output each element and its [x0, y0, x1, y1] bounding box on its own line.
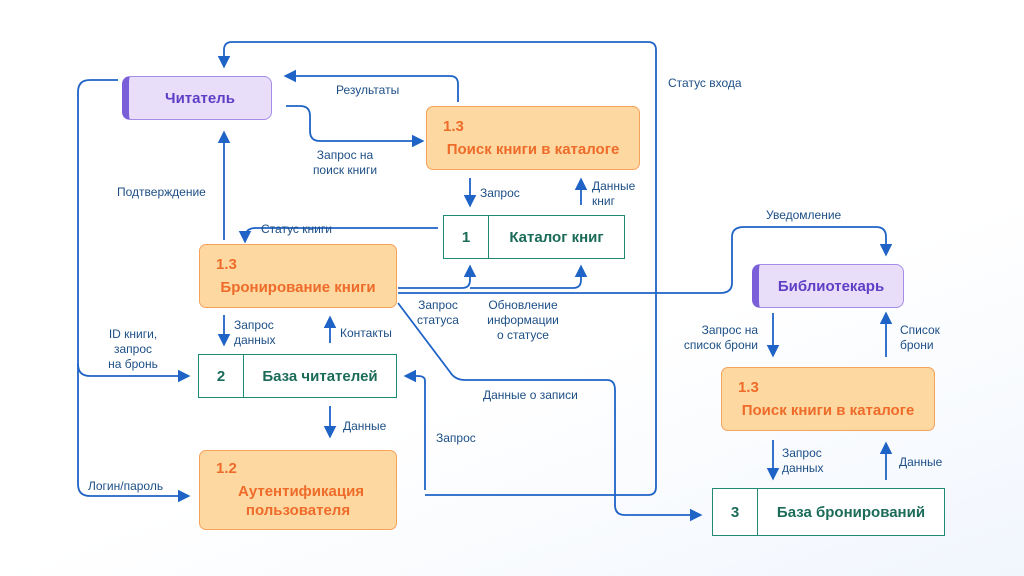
- label-status-update-line2: информации: [487, 313, 559, 327]
- flow-results: [283, 69, 459, 102]
- store-readers-db-id: 2: [199, 355, 244, 397]
- entity-librarian[interactable]: Библиотекарь: [752, 264, 904, 308]
- label-booking-list-line1: Список: [900, 323, 940, 337]
- label-id-request: ID книги, запрос на бронь: [98, 327, 168, 372]
- label-data-request-right-line2: данных: [782, 461, 824, 475]
- process-search-right[interactable]: 1.3 Поиск книги в каталоге: [721, 367, 935, 431]
- process-auth-name: Аутентификация пользователя: [238, 483, 365, 519]
- label-status-update-line3: о статусе: [497, 328, 549, 342]
- store-catalog[interactable]: 1 Каталог книг: [443, 215, 625, 259]
- label-search-request-line2: поиск книги: [312, 163, 378, 177]
- flow-status-request: [398, 264, 477, 289]
- store-catalog-name: Каталог книг: [509, 228, 604, 246]
- entity-librarian-label: Библиотекарь: [777, 277, 885, 295]
- process-auth[interactable]: 1.2 Аутентификация пользователя: [199, 450, 397, 530]
- flow-login-status: [217, 41, 657, 496]
- process-booking-name: Бронирование книги: [220, 278, 376, 296]
- label-booking-list: Список брони: [900, 323, 940, 353]
- process-search-right-name: Поиск книги в каталоге: [741, 401, 915, 419]
- label-data-request: Запрос данных: [234, 318, 276, 348]
- label-booking-list-request: Запрос на список брони: [672, 323, 758, 353]
- label-status-update-line1: Обновление: [488, 298, 558, 312]
- label-login-password: Логин/пароль: [88, 479, 164, 493]
- label-record-data: Данные о записи: [483, 388, 578, 402]
- label-booking-list-request-line1: Запрос на: [701, 323, 758, 337]
- store-readers-db-name: База читателей: [262, 367, 378, 385]
- label-data-request-line2: данных: [234, 333, 276, 347]
- label-id-request-line1: ID книги,: [108, 327, 158, 341]
- label-id-request-line2: запрос: [113, 342, 153, 356]
- flow-login-password: [77, 364, 191, 503]
- label-data-auth: Данные: [343, 419, 387, 433]
- store-readers-db[interactable]: 2 База читателей: [198, 354, 397, 398]
- process-search-top[interactable]: 1.3 Поиск книги в каталоге: [426, 106, 640, 170]
- label-status-request-line2: статуса: [417, 313, 459, 327]
- label-book-data-line1: Данные: [592, 179, 636, 193]
- label-data-request-right-line1: Запрос: [782, 446, 822, 460]
- process-search-top-name: Поиск книги в каталоге: [446, 140, 620, 158]
- label-contacts: Контакты: [340, 326, 392, 340]
- label-book-data-line2: книг: [592, 194, 615, 208]
- label-data-request-line1: Запрос: [234, 318, 274, 332]
- label-booking-list-line2: брони: [900, 338, 934, 352]
- label-book-status: Статус книги: [261, 222, 332, 236]
- label-notification: Уведомление: [766, 208, 842, 222]
- process-search-right-id: 1.3: [738, 378, 759, 396]
- store-bookings-db[interactable]: 3 База бронирований: [712, 488, 945, 536]
- store-catalog-id: 1: [444, 216, 489, 258]
- label-request-left: Запрос: [436, 431, 476, 445]
- flow-request-left: [403, 369, 426, 490]
- entity-reader[interactable]: Читатель: [122, 76, 272, 120]
- label-data-request-right: Запрос данных: [782, 446, 824, 476]
- label-id-request-line3: на бронь: [108, 357, 158, 371]
- label-request-catalog: Запрос: [480, 186, 520, 200]
- process-auth-id: 1.2: [216, 460, 237, 477]
- flow-status-update: [470, 264, 588, 289]
- store-bookings-db-id: 3: [713, 489, 758, 535]
- flow-id-request: [77, 79, 191, 383]
- flow-notification: [398, 226, 893, 294]
- label-login-status: Статус входа: [668, 76, 742, 90]
- label-search-request-line1: Запрос на: [316, 148, 374, 162]
- process-search-top-id: 1.3: [443, 117, 464, 135]
- label-confirmation: Подтверждение: [117, 185, 206, 199]
- label-search-request: Запрос на поиск книги: [300, 148, 390, 178]
- label-book-data: Данные книг: [592, 179, 635, 209]
- flow-book-status: [238, 227, 438, 244]
- label-status-request-line1: Запрос: [418, 298, 458, 312]
- flow-record-data: [397, 302, 703, 522]
- label-results: Результаты: [336, 83, 400, 97]
- process-booking-id: 1.3: [216, 255, 237, 273]
- flow-search-request: [286, 105, 425, 148]
- label-status-request: Запрос статуса: [410, 298, 466, 328]
- label-booking-list-request-line2: список брони: [683, 338, 758, 352]
- label-data-right: Данные: [899, 455, 943, 469]
- store-bookings-db-name: База бронирований: [776, 503, 926, 521]
- entity-reader-label: Читатель: [165, 89, 235, 107]
- label-status-update: Обновление информации о статусе: [478, 298, 568, 343]
- process-booking[interactable]: 1.3 Бронирование книги: [199, 244, 397, 308]
